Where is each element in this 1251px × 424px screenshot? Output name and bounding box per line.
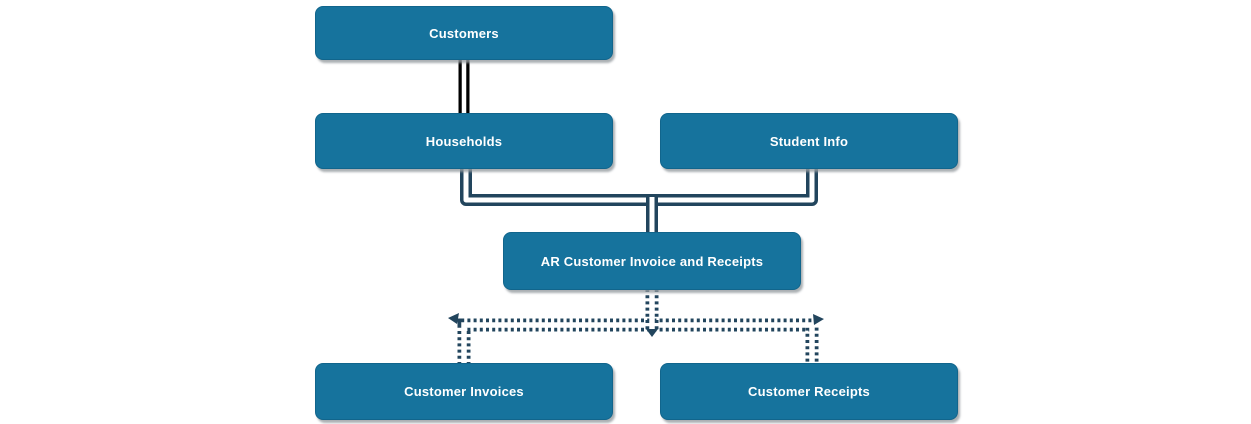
edge-households-studentinfo-merge xyxy=(460,167,818,206)
node-ar-customer-invoice-and-receipts-label: AR Customer Invoice and Receipts xyxy=(540,253,764,269)
node-customers-label: Customers xyxy=(429,25,499,41)
edge-ar-children-dotted xyxy=(457,289,819,365)
node-customers[interactable]: Customers xyxy=(315,6,613,60)
node-customer-invoices-label: Customer Invoices xyxy=(404,384,524,399)
node-customer-receipts-label: Customer Receipts xyxy=(748,384,870,399)
arrowhead-down-icon xyxy=(646,329,658,337)
node-customer-receipts[interactable]: Customer Receipts xyxy=(660,363,958,420)
arrowhead-left-icon xyxy=(448,313,459,324)
arrowhead-right-icon xyxy=(813,314,824,325)
node-ar-customer-invoice-and-receipts[interactable]: AR Customer Invoice and Receipts xyxy=(503,232,801,290)
node-households-label: Households xyxy=(425,133,503,149)
node-student-info-label: Student Info xyxy=(769,133,849,149)
node-households[interactable]: Households xyxy=(315,113,613,169)
node-customer-invoices[interactable]: Customer Invoices xyxy=(315,363,613,420)
node-student-info[interactable]: Student Info xyxy=(660,113,958,169)
